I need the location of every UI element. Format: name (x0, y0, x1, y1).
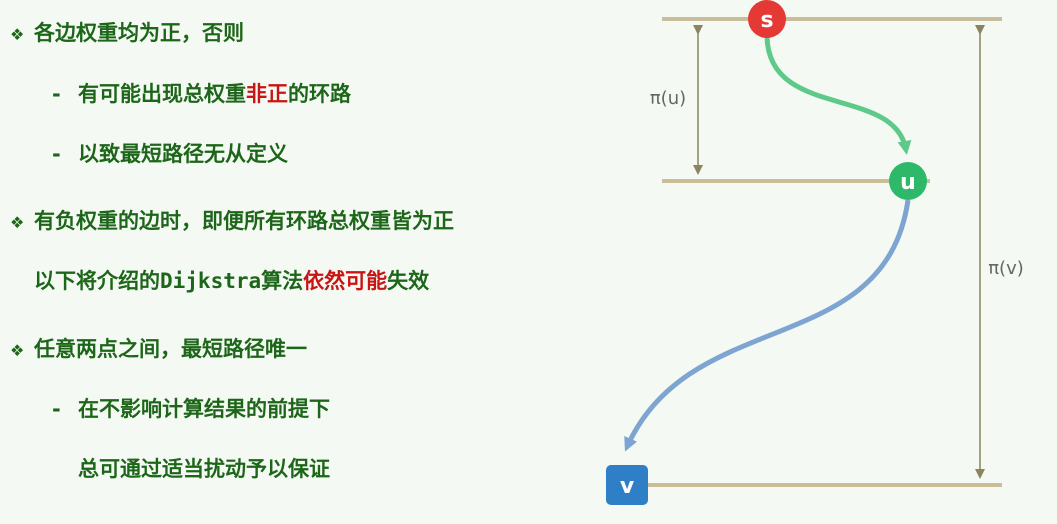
node-v-label: v (620, 474, 635, 499)
sub-bullet-text-post: 的环路 (288, 82, 351, 106)
path-s-to-u (764, 35, 912, 155)
text-mid: 算法 (261, 269, 304, 293)
path-u-to-v (624, 199, 911, 452)
dijkstra-text: Dijkstra (160, 269, 262, 293)
sub-bullet-text-pre: 有可能出现总权重 (78, 82, 246, 106)
text-pre: 以下将介绍的 (34, 269, 160, 293)
node-v: v (606, 465, 648, 505)
sub-bullet-nonpositive-cycle: -有可能出现总权重非正的环路 (52, 79, 351, 109)
pi-u-label: π(u) (650, 88, 686, 109)
bullet-positive-weights: ❖ 各边权重均为正，否则 (10, 18, 244, 50)
diamond-bullet-icon: ❖ (10, 25, 25, 44)
sub-bullet-text: 总可通过适当扰动予以保证 (78, 457, 330, 481)
sub-bullet-perturbation: 总可通过适当扰动予以保证 (78, 454, 330, 484)
dash-marker: - (52, 142, 61, 166)
node-s: s (748, 0, 786, 38)
highlight-text: 依然可能 (303, 269, 388, 293)
pi-v-label: π(v) (988, 258, 1024, 279)
bullet-text: 各边权重均为正，否则 (34, 21, 244, 45)
diamond-bullet-icon: ❖ (10, 213, 25, 232)
dash-marker: - (52, 397, 61, 421)
dash-marker: - (52, 82, 61, 106)
sub-bullet-text: 在不影响计算结果的前提下 (78, 397, 330, 421)
sub-bullet-no-effect: -在不影响计算结果的前提下 (52, 394, 330, 424)
bullet-negative-weights: ❖ 有负权重的边时，即便所有环路总权重皆为正 (10, 206, 454, 238)
bullet-unique-shortest-path: ❖ 任意两点之间，最短路径唯一 (10, 334, 307, 366)
bullet-text: 有负权重的边时，即便所有环路总权重皆为正 (34, 209, 454, 233)
diamond-bullet-icon: ❖ (10, 341, 25, 360)
bullet-dijkstra-may-fail: 以下将介绍的Dijkstra算法依然可能失效 (34, 266, 429, 296)
node-u: u (889, 162, 927, 200)
node-u-label: u (900, 170, 916, 195)
sub-bullet-text: 以致最短路径无从定义 (78, 142, 288, 166)
node-s-label: s (760, 8, 773, 33)
sub-bullet-undefined-shortest: -以致最短路径无从定义 (52, 139, 288, 169)
bullet-text: 任意两点之间，最短路径唯一 (34, 337, 307, 361)
text-post: 失效 (387, 269, 430, 293)
highlight-text: 非正 (246, 82, 288, 106)
